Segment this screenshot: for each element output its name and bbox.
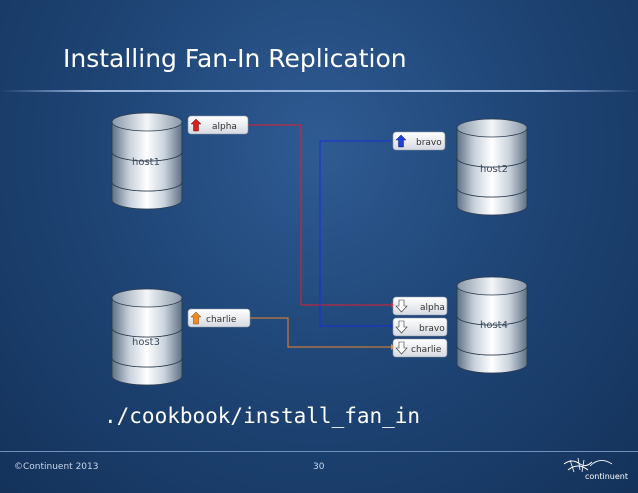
- host2-master-service: bravo: [392, 131, 446, 151]
- brand-name: continuent: [585, 472, 628, 481]
- down-arrow-icon: [395, 341, 408, 355]
- host4-slave-service-charlie: charlie: [392, 338, 448, 358]
- slide-title: Installing Fan-In Replication: [63, 44, 407, 73]
- host1-label: host1: [132, 157, 160, 168]
- host2-service-label: bravo: [416, 138, 442, 148]
- host1-service-label: alpha: [212, 122, 237, 132]
- up-arrow-icon: [190, 311, 202, 325]
- host1-master-service: alpha: [187, 115, 249, 135]
- continuent-logo: [563, 457, 613, 473]
- down-arrow-icon: [395, 320, 408, 334]
- charlie-replication-line: [249, 317, 391, 348]
- install-command: ./cookbook/install_fan_in: [104, 404, 421, 428]
- replication-links: [247, 124, 396, 350]
- host4-label: host4: [480, 320, 508, 331]
- host4-slave-label-charlie: charlie: [411, 345, 442, 355]
- host4-slave-label-alpha: alpha: [420, 303, 445, 313]
- host4-slave-service-bravo: bravo: [392, 317, 448, 337]
- up-arrow-icon: [395, 134, 407, 148]
- bravo-replication-line: [319, 140, 391, 327]
- title-divider: [0, 90, 638, 92]
- host4-slave-label-bravo: bravo: [419, 324, 445, 334]
- host2-label: host2: [480, 164, 508, 175]
- host4-slave-service-alpha: alpha: [392, 296, 448, 316]
- alpha-replication-line: [247, 124, 391, 306]
- host3-label: host3: [132, 337, 160, 348]
- down-arrow-icon: [395, 299, 408, 313]
- copyright-text: ©Continuent 2013: [14, 462, 99, 472]
- up-arrow-icon: [190, 118, 202, 132]
- host3-service-label: charlie: [206, 315, 237, 325]
- footer-divider: [0, 451, 638, 452]
- host3-master-service: charlie: [187, 308, 251, 328]
- page-number: 30: [313, 462, 325, 472]
